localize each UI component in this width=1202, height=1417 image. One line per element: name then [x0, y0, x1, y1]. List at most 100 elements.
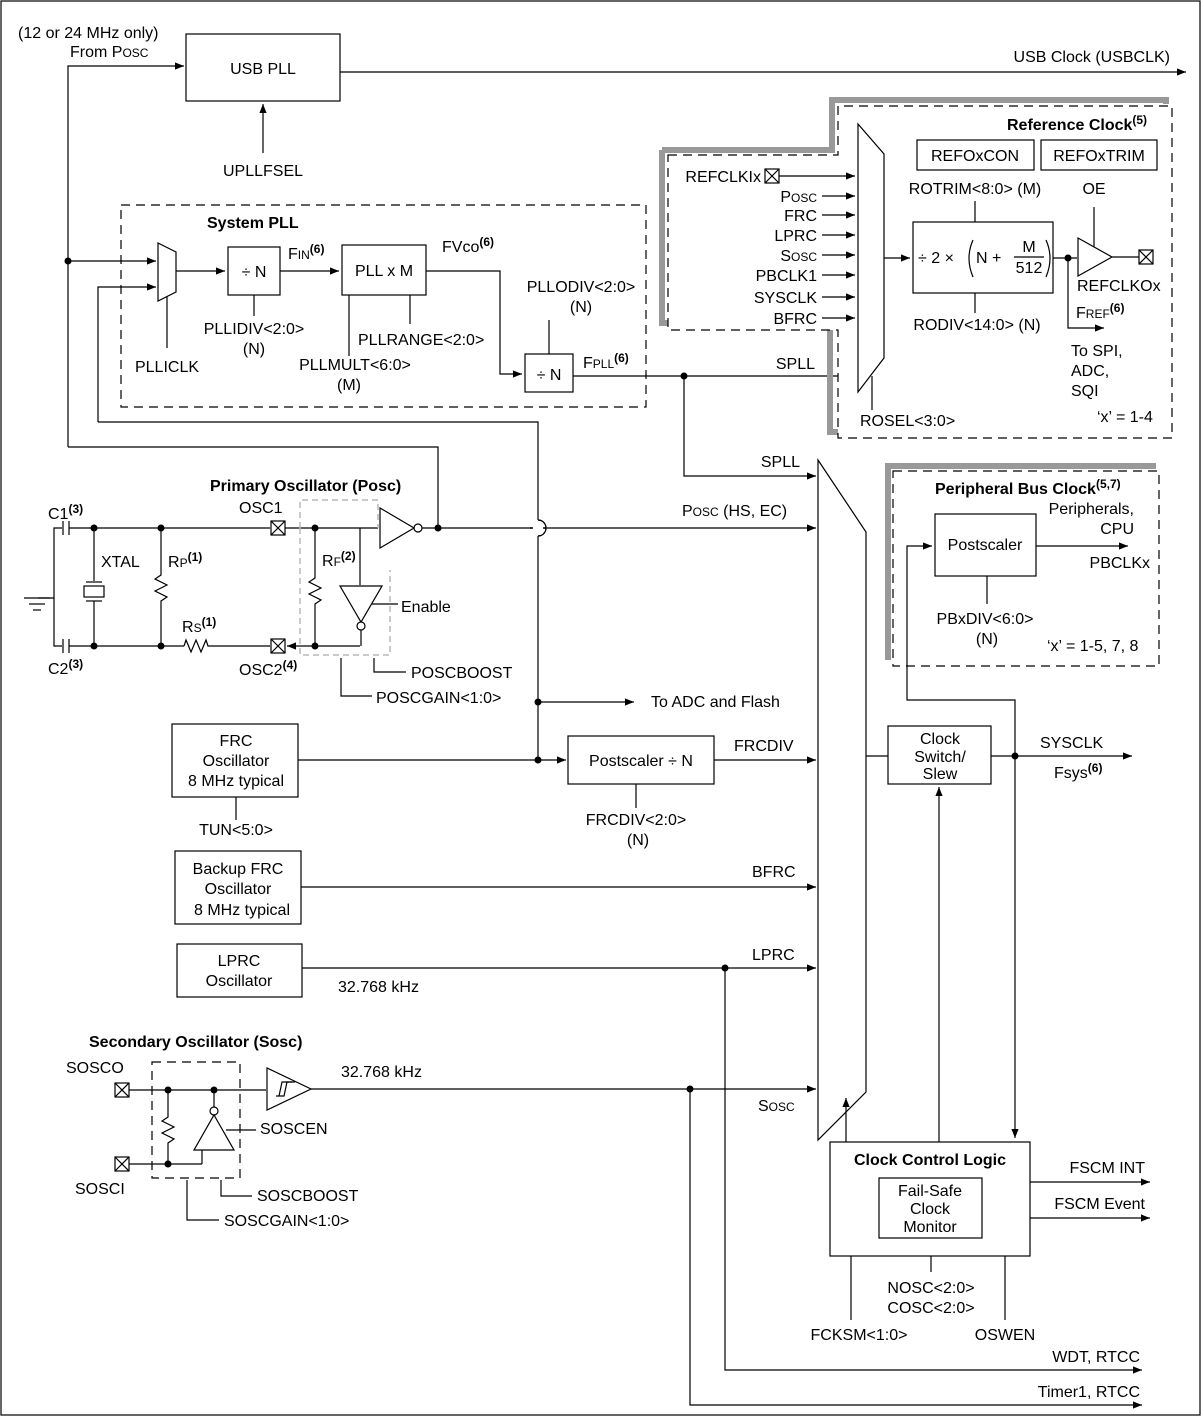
frc-postscaler-label: Postscaler ÷ N — [589, 753, 693, 770]
pbclk-out-1: Peripherals, — [1049, 501, 1134, 518]
gnd-wire-2 — [53, 598, 62, 647]
rodiv-label: RODIV<14:0> (N) — [913, 317, 1040, 334]
fscm-l3: Monitor — [903, 1219, 957, 1236]
fin-label: FIN(6) — [288, 242, 324, 263]
usb-src-from: From POSC — [70, 44, 149, 61]
ref-in-sosc: SOSC — [780, 248, 817, 265]
spll-label-main: SPLL — [761, 454, 800, 471]
rotrim-label: ROTRIM<8:0> (M) — [909, 181, 1041, 198]
pllclk-label: PLLICLK — [135, 359, 199, 376]
poscboost-label: POSCBOOST — [411, 665, 513, 682]
fref-line — [1067, 258, 1104, 332]
junction-dot — [157, 642, 165, 650]
oe-label: OE — [1082, 181, 1105, 198]
main-clock-mux — [817, 458, 867, 1142]
pbclk-out-3: PBCLKx — [1090, 555, 1150, 572]
ccl-title: Clock Control Logic — [854, 1152, 1006, 1169]
frc-label-3: 8 MHz typical — [188, 773, 284, 790]
sosc-feedback-resistor-icon — [160, 1090, 176, 1164]
bfrc-label-2: Oscillator — [205, 881, 272, 898]
system-pll-title: System PLL — [207, 215, 299, 232]
fscm-l1: Fail-Safe — [898, 1183, 962, 1200]
gnd-wire — [38, 527, 62, 599]
frcdiv-n-label: (N) — [627, 832, 649, 849]
soscgain-line — [186, 1180, 219, 1221]
frc-feed-line — [98, 421, 539, 760]
pllidiv-n-label: (N) — [243, 341, 265, 358]
rp-resistor-icon — [153, 528, 169, 646]
pbxdiv-n-label: (N) — [976, 631, 998, 648]
pllmult-label: PLLMULT<6:0> — [299, 357, 411, 374]
junction-dot — [157, 524, 165, 532]
soscboost-label: SOSCBOOST — [257, 1188, 359, 1205]
rosel-label: ROSEL<3:0> — [860, 413, 955, 430]
pll-multiplier-block — [341, 244, 427, 296]
fscm-block — [878, 1177, 983, 1239]
frc-label-2: Oscillator — [203, 753, 270, 770]
fscm-event-label: FSCM Event — [1054, 1196, 1145, 1213]
pbclk-shadow — [885, 463, 1156, 660]
posc-title: Primary Oscillator (Posc) — [210, 478, 401, 495]
pin-x — [270, 638, 286, 654]
fscm-int-label: FSCM INT — [1069, 1160, 1145, 1177]
frc-postscaler — [567, 735, 715, 785]
posc-feed-line-2 — [68, 446, 439, 528]
junction-dot — [90, 642, 98, 650]
timer1-label: Timer1, RTCC — [1038, 1384, 1140, 1401]
usb-pll-label: USB PLL — [230, 61, 296, 78]
poscboost-line — [373, 658, 406, 673]
lprc-oscillator-block — [176, 943, 303, 998]
pllmult-m-label: (M) — [337, 377, 361, 394]
pin-x — [1138, 249, 1154, 265]
usb-clock-label: USB Clock (USBCLK) — [1014, 49, 1170, 66]
system-pll-section: System PLL PLLICLK ÷ N PLLIDIV<2:0> (N) … — [68, 204, 647, 760]
bfrc-label-3: 8 MHz typical — [194, 902, 290, 919]
rs-label: RS(1) — [182, 615, 216, 636]
usb-pll-block — [185, 33, 341, 102]
soscboost-line — [220, 1180, 252, 1197]
pbclk-title: Peripheral Bus Clock(5,7) — [935, 477, 1121, 498]
fcksm-label: FCKSM<1:0> — [811, 1327, 908, 1344]
c2-label: C2(3) — [48, 657, 83, 678]
refclk-shadow-top — [662, 97, 1169, 153]
hop-mask-2 — [533, 521, 543, 535]
reference-clock-section: Reference Clock(5) REFOxCON REFOxTRIM RO… — [659, 97, 1173, 439]
xtal-label: XTAL — [101, 554, 140, 571]
osc1-label: OSC1 — [239, 500, 283, 517]
system-pll-frame — [120, 204, 647, 408]
refclk-div-n: N + — [976, 250, 1001, 267]
pllodiv-n-label: (N) — [570, 299, 592, 316]
posc-internal-boundary-2 — [299, 528, 391, 656]
refclk-div-m: M — [1022, 239, 1035, 256]
ref-in-lprc: LPRC — [774, 228, 817, 245]
cosc-label: COSC<2:0> — [887, 1300, 974, 1317]
usb-pll-section: (12 or 24 MHz only) From POSC USB PLL US… — [18, 25, 1186, 180]
nosc-label: NOSC<2:0> — [887, 1280, 974, 1297]
posc-out-label: POSC (HS, EC) — [682, 503, 787, 520]
rf-resistor-icon — [307, 528, 323, 646]
frcdiv-label: FRCDIV — [734, 738, 794, 755]
frcdiv-sel-label: FRCDIV<2:0> — [586, 812, 686, 829]
refclk-div-512: 512 — [1016, 260, 1043, 277]
fref-to2: ADC, — [1071, 363, 1109, 380]
clock-control-logic-section: Clock Control Logic Fail-Safe Clock Moni… — [811, 1141, 1150, 1401]
tun-label: TUN<5:0> — [199, 822, 273, 839]
fvco-label: FVco(6) — [442, 235, 494, 256]
poscgain-line — [340, 658, 372, 697]
refclk-buffer — [1077, 236, 1114, 278]
osc2-label: OSC2(4) — [239, 658, 297, 679]
pll-multiplier-label: PLL x M — [355, 263, 413, 280]
soscgain-label: SOSCGAIN<1:0> — [224, 1213, 349, 1230]
frc-label-1: FRC — [220, 733, 253, 750]
pbclk-postscaler — [934, 513, 1037, 577]
paren-right — [1045, 239, 1051, 278]
junction-dot — [311, 642, 319, 650]
oswen-label: OSWEN — [975, 1327, 1035, 1344]
refclk-mux — [857, 122, 885, 394]
rp-label: RP(1) — [168, 550, 202, 571]
refoxcon-label: REFOxCON — [931, 148, 1019, 165]
spll-to-mainmux — [683, 376, 816, 480]
pll-input-mux — [157, 242, 177, 302]
lprc-section: LPRC Oscillator 32.768 kHz LPRC — [176, 943, 1142, 1374]
